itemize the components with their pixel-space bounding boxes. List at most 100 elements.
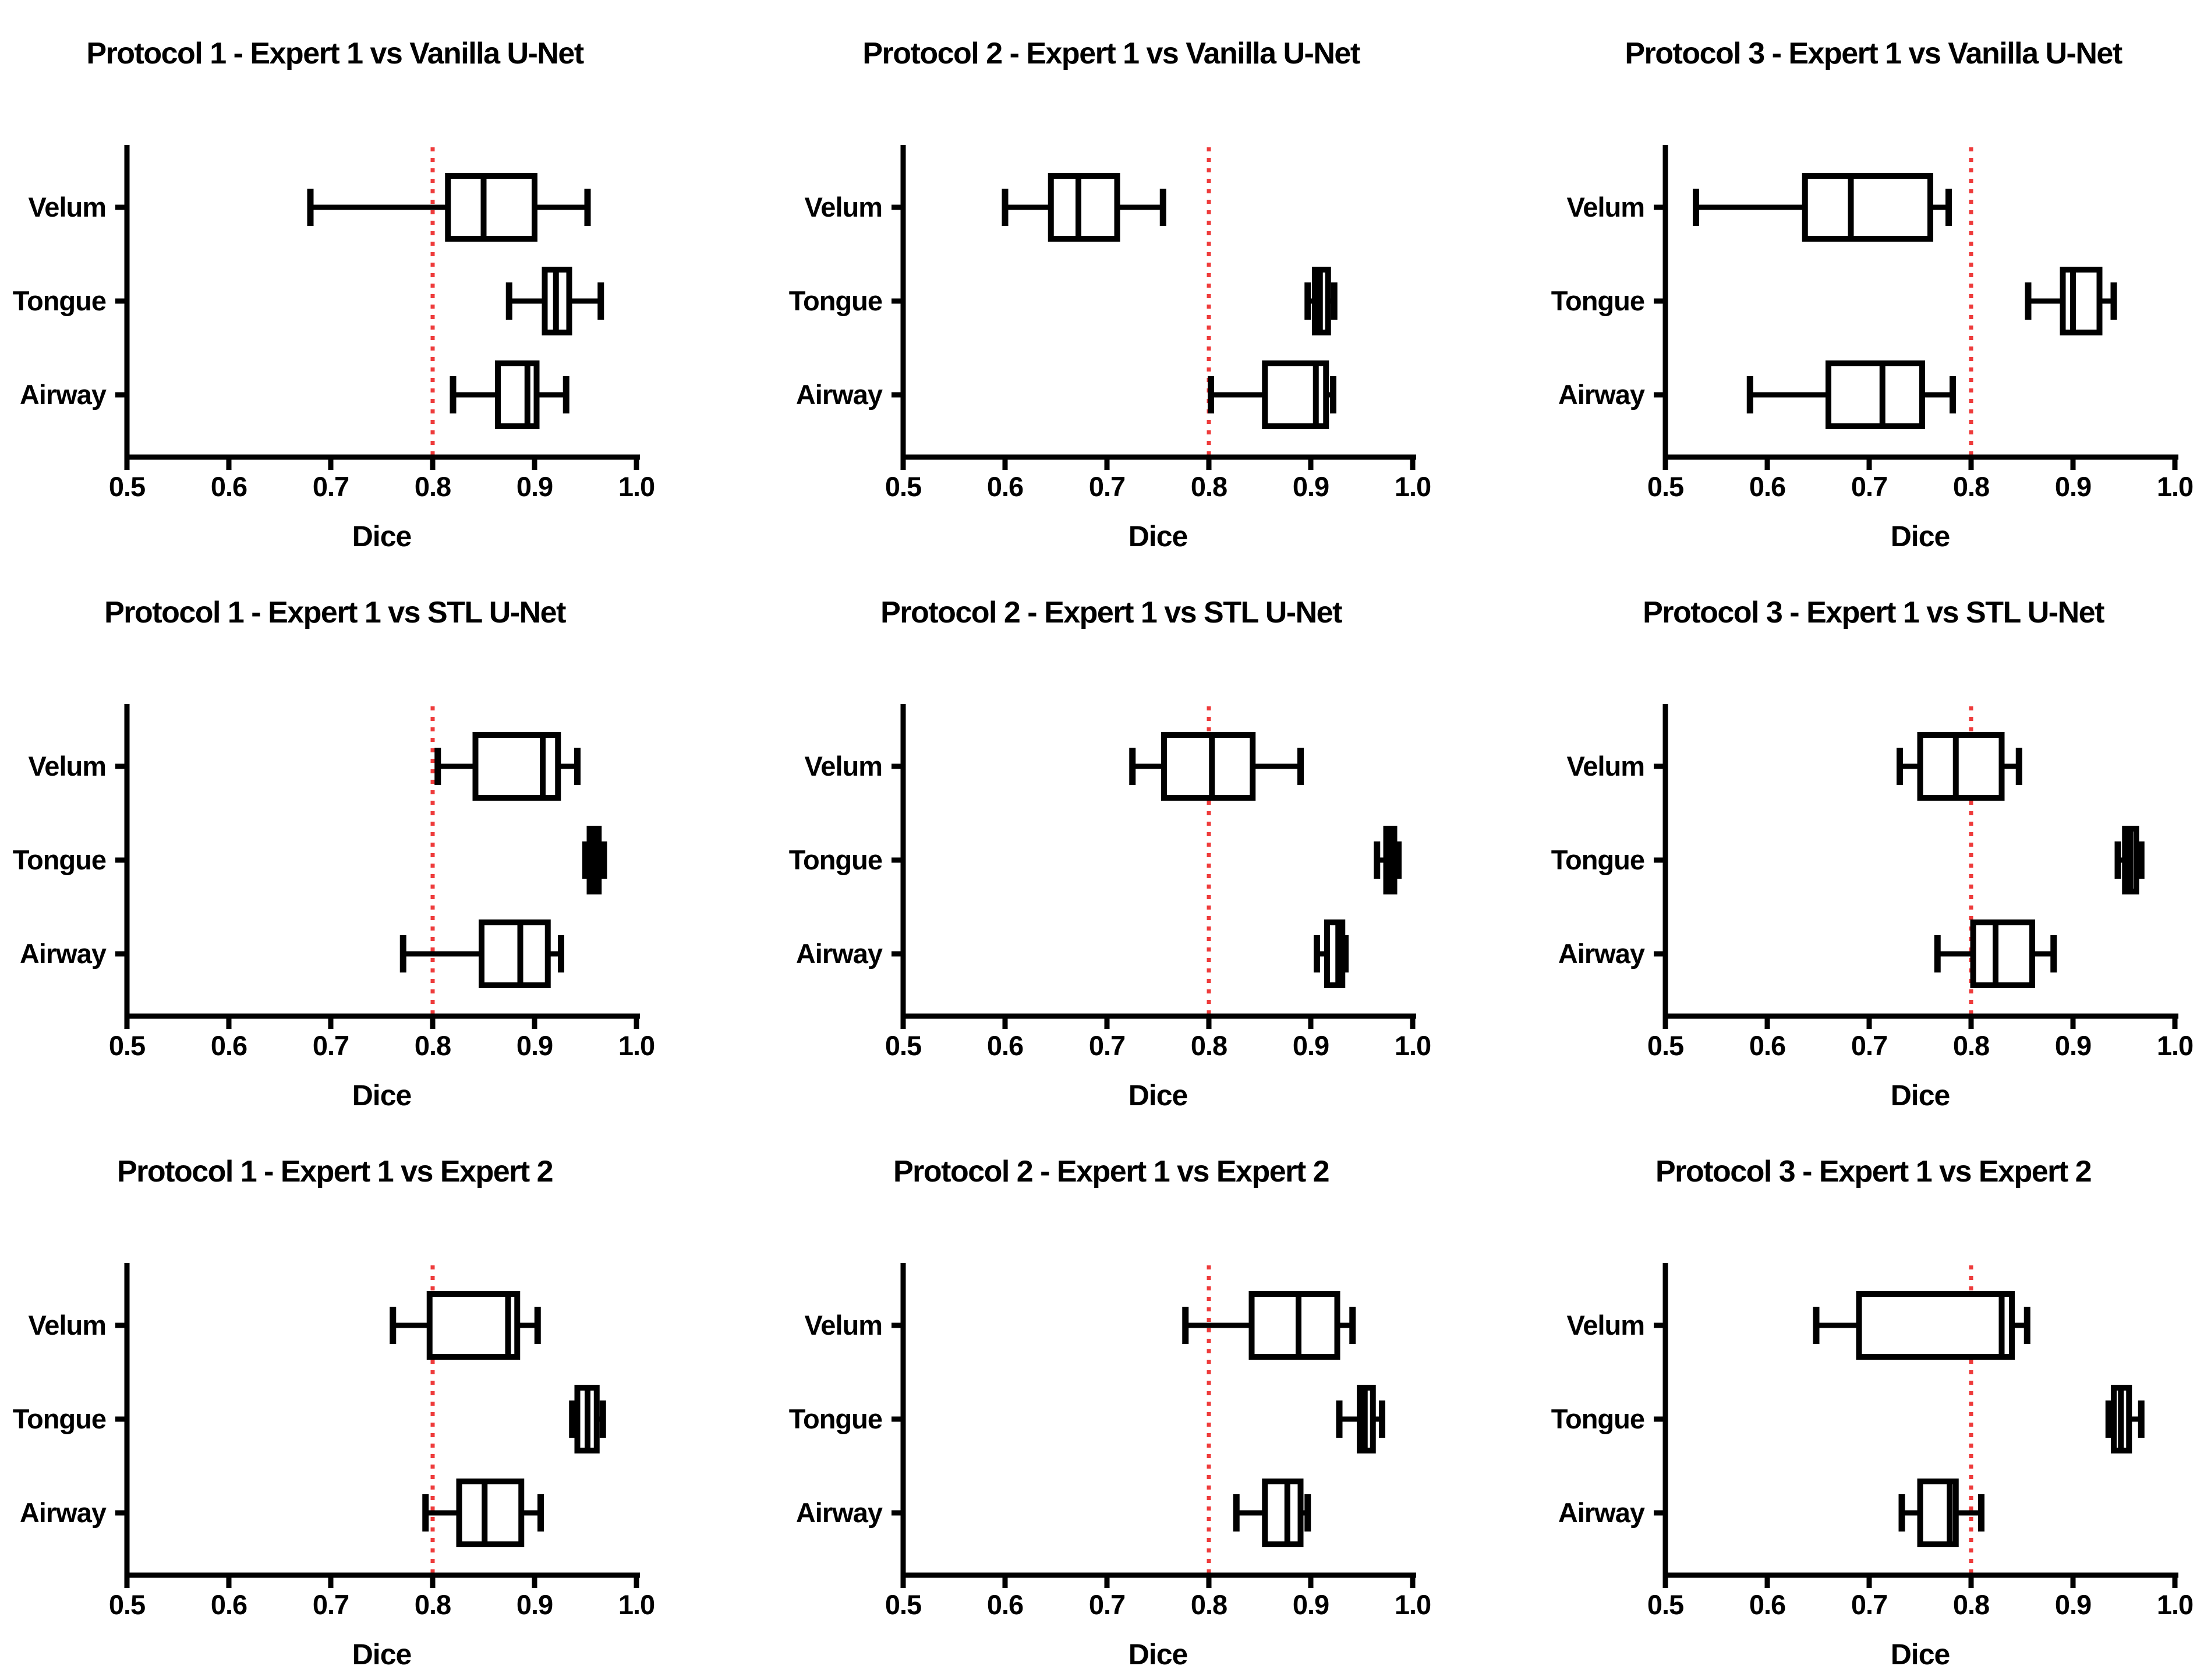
x-tick-label: 1.0 [1395, 471, 1431, 502]
x-tick-label: 0.7 [1089, 471, 1125, 502]
x-tick-label: 0.8 [415, 1030, 451, 1061]
x-tick-label: 0.5 [885, 1589, 921, 1620]
y-category-label: Velum [29, 1310, 106, 1341]
y-category-label: Velum [805, 192, 882, 222]
box-iqr [1917, 732, 2005, 801]
x-tick-label: 0.7 [1851, 1589, 1887, 1620]
y-category-label: Velum [805, 751, 882, 781]
x-tick-label: 1.0 [1395, 1589, 1431, 1620]
x-tick-label: 0.5 [885, 471, 921, 502]
y-category-label: Velum [29, 751, 106, 781]
y-category-label: Tongue [1551, 285, 1644, 316]
x-tick-label: 1.0 [2157, 471, 2193, 502]
subplot-title: Protocol 3 - Expert 1 vs Vanilla U-Net [1625, 37, 2122, 70]
box-iqr [479, 919, 551, 988]
x-axis-title: Dice [1129, 1638, 1188, 1671]
x-axis-title: Dice [352, 520, 412, 553]
x-axis-title: Dice [1129, 1079, 1188, 1112]
x-tick-label: 0.7 [1851, 471, 1887, 502]
x-axis-title: Dice [1891, 520, 1950, 553]
x-axis-title: Dice [1891, 1638, 1950, 1671]
y-category-label: Airway [20, 379, 107, 410]
y-category-label: Airway [796, 1497, 883, 1528]
x-tick-label: 0.6 [1749, 1589, 1785, 1620]
y-category-label: Tongue [1551, 1403, 1644, 1434]
y-category-label: Airway [20, 938, 107, 969]
box-iqr [1970, 919, 2035, 988]
x-tick-label: 0.7 [1851, 1030, 1887, 1061]
x-tick-label: 1.0 [2157, 1589, 2193, 1620]
y-category-label: Velum [1567, 1310, 1644, 1341]
x-tick-label: 0.7 [313, 1589, 349, 1620]
x-tick-label: 0.9 [2055, 1030, 2091, 1061]
box-iqr [456, 1479, 525, 1547]
box-iqr [1262, 1479, 1304, 1547]
y-category-label: Airway [20, 1497, 107, 1528]
x-tick-label: 1.0 [618, 1589, 655, 1620]
x-tick-label: 0.8 [1953, 1589, 1989, 1620]
x-tick-label: 0.7 [313, 471, 349, 502]
x-tick-label: 0.6 [211, 1589, 247, 1620]
x-tick-label: 0.9 [517, 471, 553, 502]
x-tick-label: 0.6 [211, 471, 247, 502]
box-iqr [426, 1291, 521, 1360]
x-tick-label: 0.5 [109, 1589, 145, 1620]
x-tick-label: 0.7 [313, 1030, 349, 1061]
x-tick-label: 0.5 [1647, 1030, 1683, 1061]
x-axis-title: Dice [1129, 520, 1188, 553]
x-axis-title: Dice [352, 1079, 412, 1112]
box-iqr [445, 173, 537, 242]
y-category-label: Airway [796, 938, 883, 969]
subplot-p1-experts: Protocol 1 - Expert 1 vs Expert 2 0.5 0.6… [0, 1118, 670, 1680]
x-tick-label: 1.0 [618, 1030, 655, 1061]
x-axis-title: Dice [1891, 1079, 1950, 1112]
x-axis-title: Dice [352, 1638, 412, 1671]
subplot-title: Protocol 1 - Expert 1 vs Vanilla U-Net [86, 37, 584, 70]
x-tick-label: 0.6 [987, 1589, 1023, 1620]
subplot-p1-vanilla: Protocol 1 - Expert 1 vs Vanilla U-Net 0… [0, 0, 670, 562]
x-tick-label: 1.0 [1395, 1030, 1431, 1061]
y-category-label: Airway [1558, 1497, 1645, 1528]
subplot-p3-vanilla: Protocol 3 - Expert 1 vs Vanilla U-Net 0… [1538, 0, 2208, 562]
box-iqr [1161, 732, 1256, 801]
x-tick-label: 0.5 [1647, 471, 1683, 502]
box-iqr [1856, 1291, 2015, 1360]
x-tick-label: 0.8 [1191, 1589, 1227, 1620]
x-tick-label: 0.9 [517, 1030, 553, 1061]
x-tick-label: 0.5 [1647, 1589, 1683, 1620]
x-tick-label: 1.0 [618, 471, 655, 502]
x-tick-label: 0.6 [987, 1030, 1023, 1061]
y-category-label: Tongue [789, 1403, 882, 1434]
x-tick-label: 0.6 [1749, 1030, 1785, 1061]
y-category-label: Airway [796, 379, 883, 410]
y-category-label: Tongue [1551, 844, 1644, 875]
x-tick-label: 0.5 [109, 1030, 145, 1061]
subplot-title: Protocol 1 - Expert 1 vs Expert 2 [116, 1155, 554, 1189]
box-iqr [1248, 1291, 1340, 1360]
y-category-label: Velum [1567, 751, 1644, 781]
x-tick-label: 0.6 [1749, 471, 1785, 502]
x-tick-label: 0.7 [1089, 1589, 1125, 1620]
y-category-label: Tongue [13, 844, 106, 875]
box-iqr [2060, 267, 2103, 335]
box-iqr [1826, 360, 1925, 429]
x-tick-label: 0.6 [211, 1030, 247, 1061]
y-category-label: Airway [1558, 379, 1645, 410]
x-tick-label: 0.8 [1191, 471, 1227, 502]
x-tick-label: 0.9 [1293, 1589, 1329, 1620]
x-tick-label: 0.9 [2055, 1589, 2091, 1620]
x-tick-label: 0.8 [415, 1589, 451, 1620]
x-tick-label: 0.9 [1293, 471, 1329, 502]
subplot-title: Protocol 1 - Expert 1 vs STL U-Net [104, 596, 566, 629]
